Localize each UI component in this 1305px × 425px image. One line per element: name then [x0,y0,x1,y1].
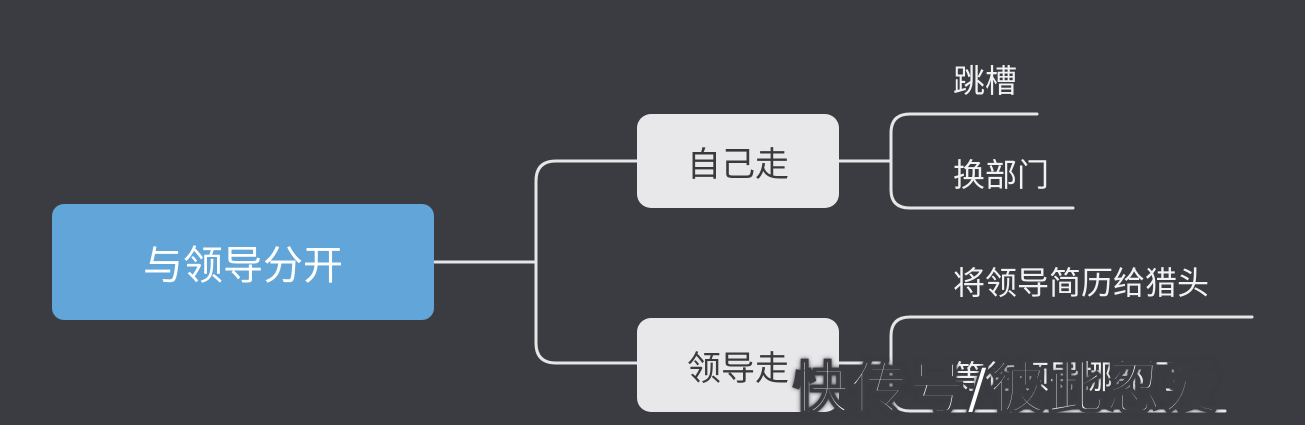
connector-root-to-branch-2 [534,260,639,365]
leaf-change-department: 换部门 [953,156,1050,194]
leaf-wait-leader-move: 等待领导挪部门 [953,358,1178,396]
leaf-job-hop: 跳槽 [953,62,1018,100]
connector-branch-2-to-leaf-4 [889,361,1227,413]
root-node: 与领导分开 [52,204,434,320]
watermark-text: 快传号/彼此忍爱 [792,356,1222,423]
leaf-resume-to-headhunter: 将领导简历给猎头 [953,264,1210,302]
connector-lines [432,112,1254,413]
branch-node-leader-leave: 领导走 [637,318,839,412]
connector-root-to-branch-1 [534,159,639,264]
mindmap-canvas: 与领导分开 自己走 领导走 跳槽 换部门 将领导简历给猎头 等待领导挪部门 快传… [52,62,1254,423]
connector-branch-2-to-leaf-3 [889,315,1254,365]
connector-branch-1-to-leaf-1 [889,112,1039,163]
connector-branch-1-to-leaf-2 [889,159,1075,210]
branch-node-self-leave: 自己走 [637,114,839,208]
